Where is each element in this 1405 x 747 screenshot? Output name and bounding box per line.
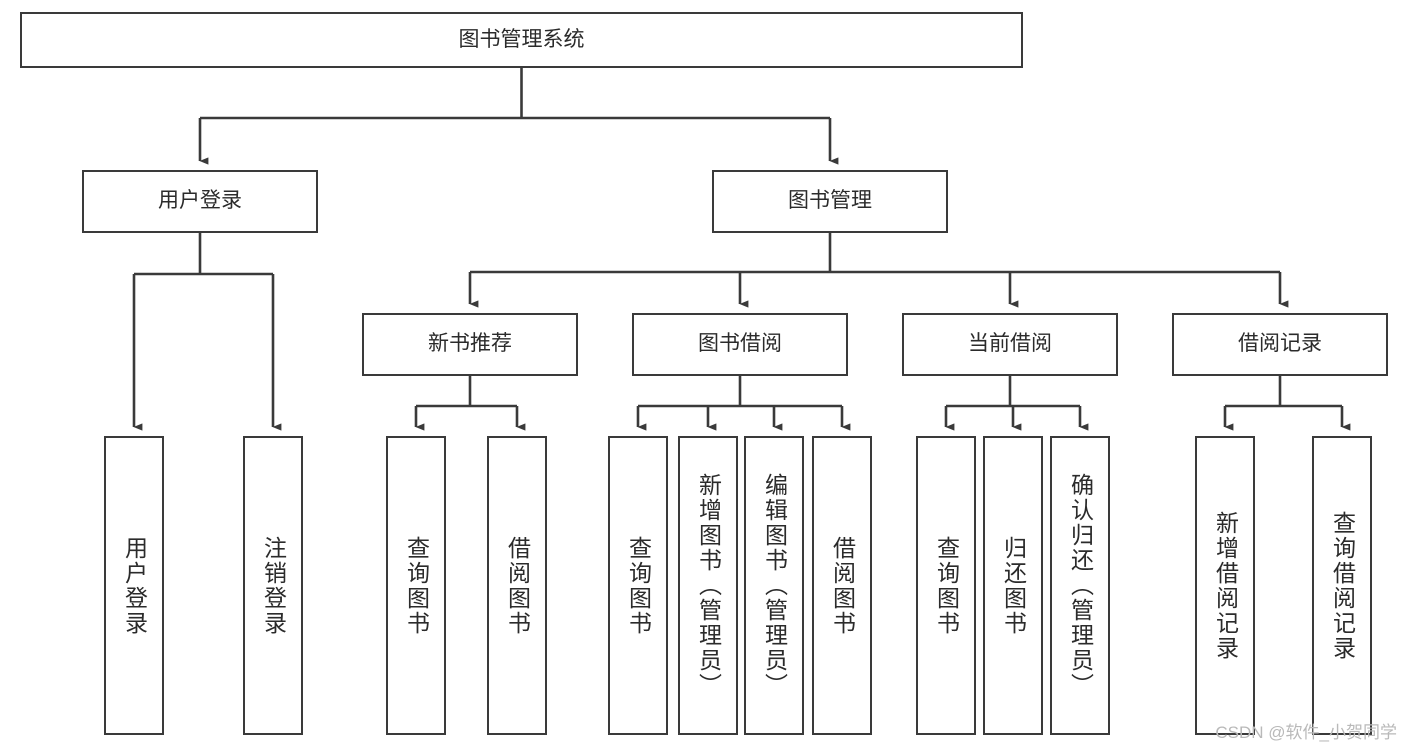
node-leaf-query-book-2[interactable]: 查询图书 (608, 436, 668, 735)
node-leaf-add-record-label: 新增借阅记录 (1212, 510, 1239, 661)
node-leaf-return-book-label: 归还图书 (1000, 535, 1027, 636)
node-leaf-add-book-label: 新增图书（管理员） (695, 473, 722, 698)
node-leaf-edit-book[interactable]: 编辑图书（管理员） (744, 436, 804, 735)
node-book-borrow[interactable]: 图书借阅 (632, 313, 848, 376)
node-current-borrow-label: 当前借阅 (968, 332, 1052, 356)
node-user-login-label: 用户登录 (158, 189, 242, 213)
node-leaf-query-record-label: 查询借阅记录 (1329, 510, 1356, 661)
node-leaf-logout[interactable]: 注销登录 (243, 436, 303, 735)
node-leaf-user-login-label: 用户登录 (121, 535, 148, 636)
node-leaf-borrow-book-1[interactable]: 借阅图书 (487, 436, 547, 735)
node-root-label: 图书管理系统 (458, 27, 585, 51)
node-leaf-query-book-3-label: 查询图书 (933, 535, 960, 636)
node-root[interactable]: 图书管理系统 (20, 12, 1023, 68)
node-current-borrow[interactable]: 当前借阅 (902, 313, 1118, 376)
node-leaf-return-book[interactable]: 归还图书 (983, 436, 1043, 735)
node-borrow-records[interactable]: 借阅记录 (1172, 313, 1388, 376)
node-leaf-borrow-book-1-label: 借阅图书 (504, 535, 531, 636)
node-leaf-user-login[interactable]: 用户登录 (104, 436, 164, 735)
node-new-book-recommend-label: 新书推荐 (428, 332, 512, 356)
node-borrow-records-label: 借阅记录 (1238, 332, 1322, 356)
node-leaf-add-book[interactable]: 新增图书（管理员） (678, 436, 738, 735)
node-leaf-query-record[interactable]: 查询借阅记录 (1312, 436, 1372, 735)
node-leaf-edit-book-label: 编辑图书（管理员） (761, 473, 788, 698)
node-book-management-label: 图书管理 (788, 189, 872, 213)
node-book-management[interactable]: 图书管理 (712, 170, 948, 233)
node-user-login[interactable]: 用户登录 (82, 170, 318, 233)
node-leaf-query-book-1[interactable]: 查询图书 (386, 436, 446, 735)
node-leaf-confirm-return-label: 确认归还（管理员） (1067, 473, 1094, 698)
node-new-book-recommend[interactable]: 新书推荐 (362, 313, 578, 376)
node-leaf-borrow-book-2-label: 借阅图书 (829, 535, 856, 636)
node-leaf-query-book-2-label: 查询图书 (625, 535, 652, 636)
node-leaf-confirm-return[interactable]: 确认归还（管理员） (1050, 436, 1110, 735)
node-leaf-query-book-3[interactable]: 查询图书 (916, 436, 976, 735)
node-book-borrow-label: 图书借阅 (698, 332, 782, 356)
node-leaf-borrow-book-2[interactable]: 借阅图书 (812, 436, 872, 735)
node-leaf-logout-label: 注销登录 (260, 535, 287, 636)
node-leaf-query-book-1-label: 查询图书 (403, 535, 430, 636)
node-leaf-add-record[interactable]: 新增借阅记录 (1195, 436, 1255, 735)
